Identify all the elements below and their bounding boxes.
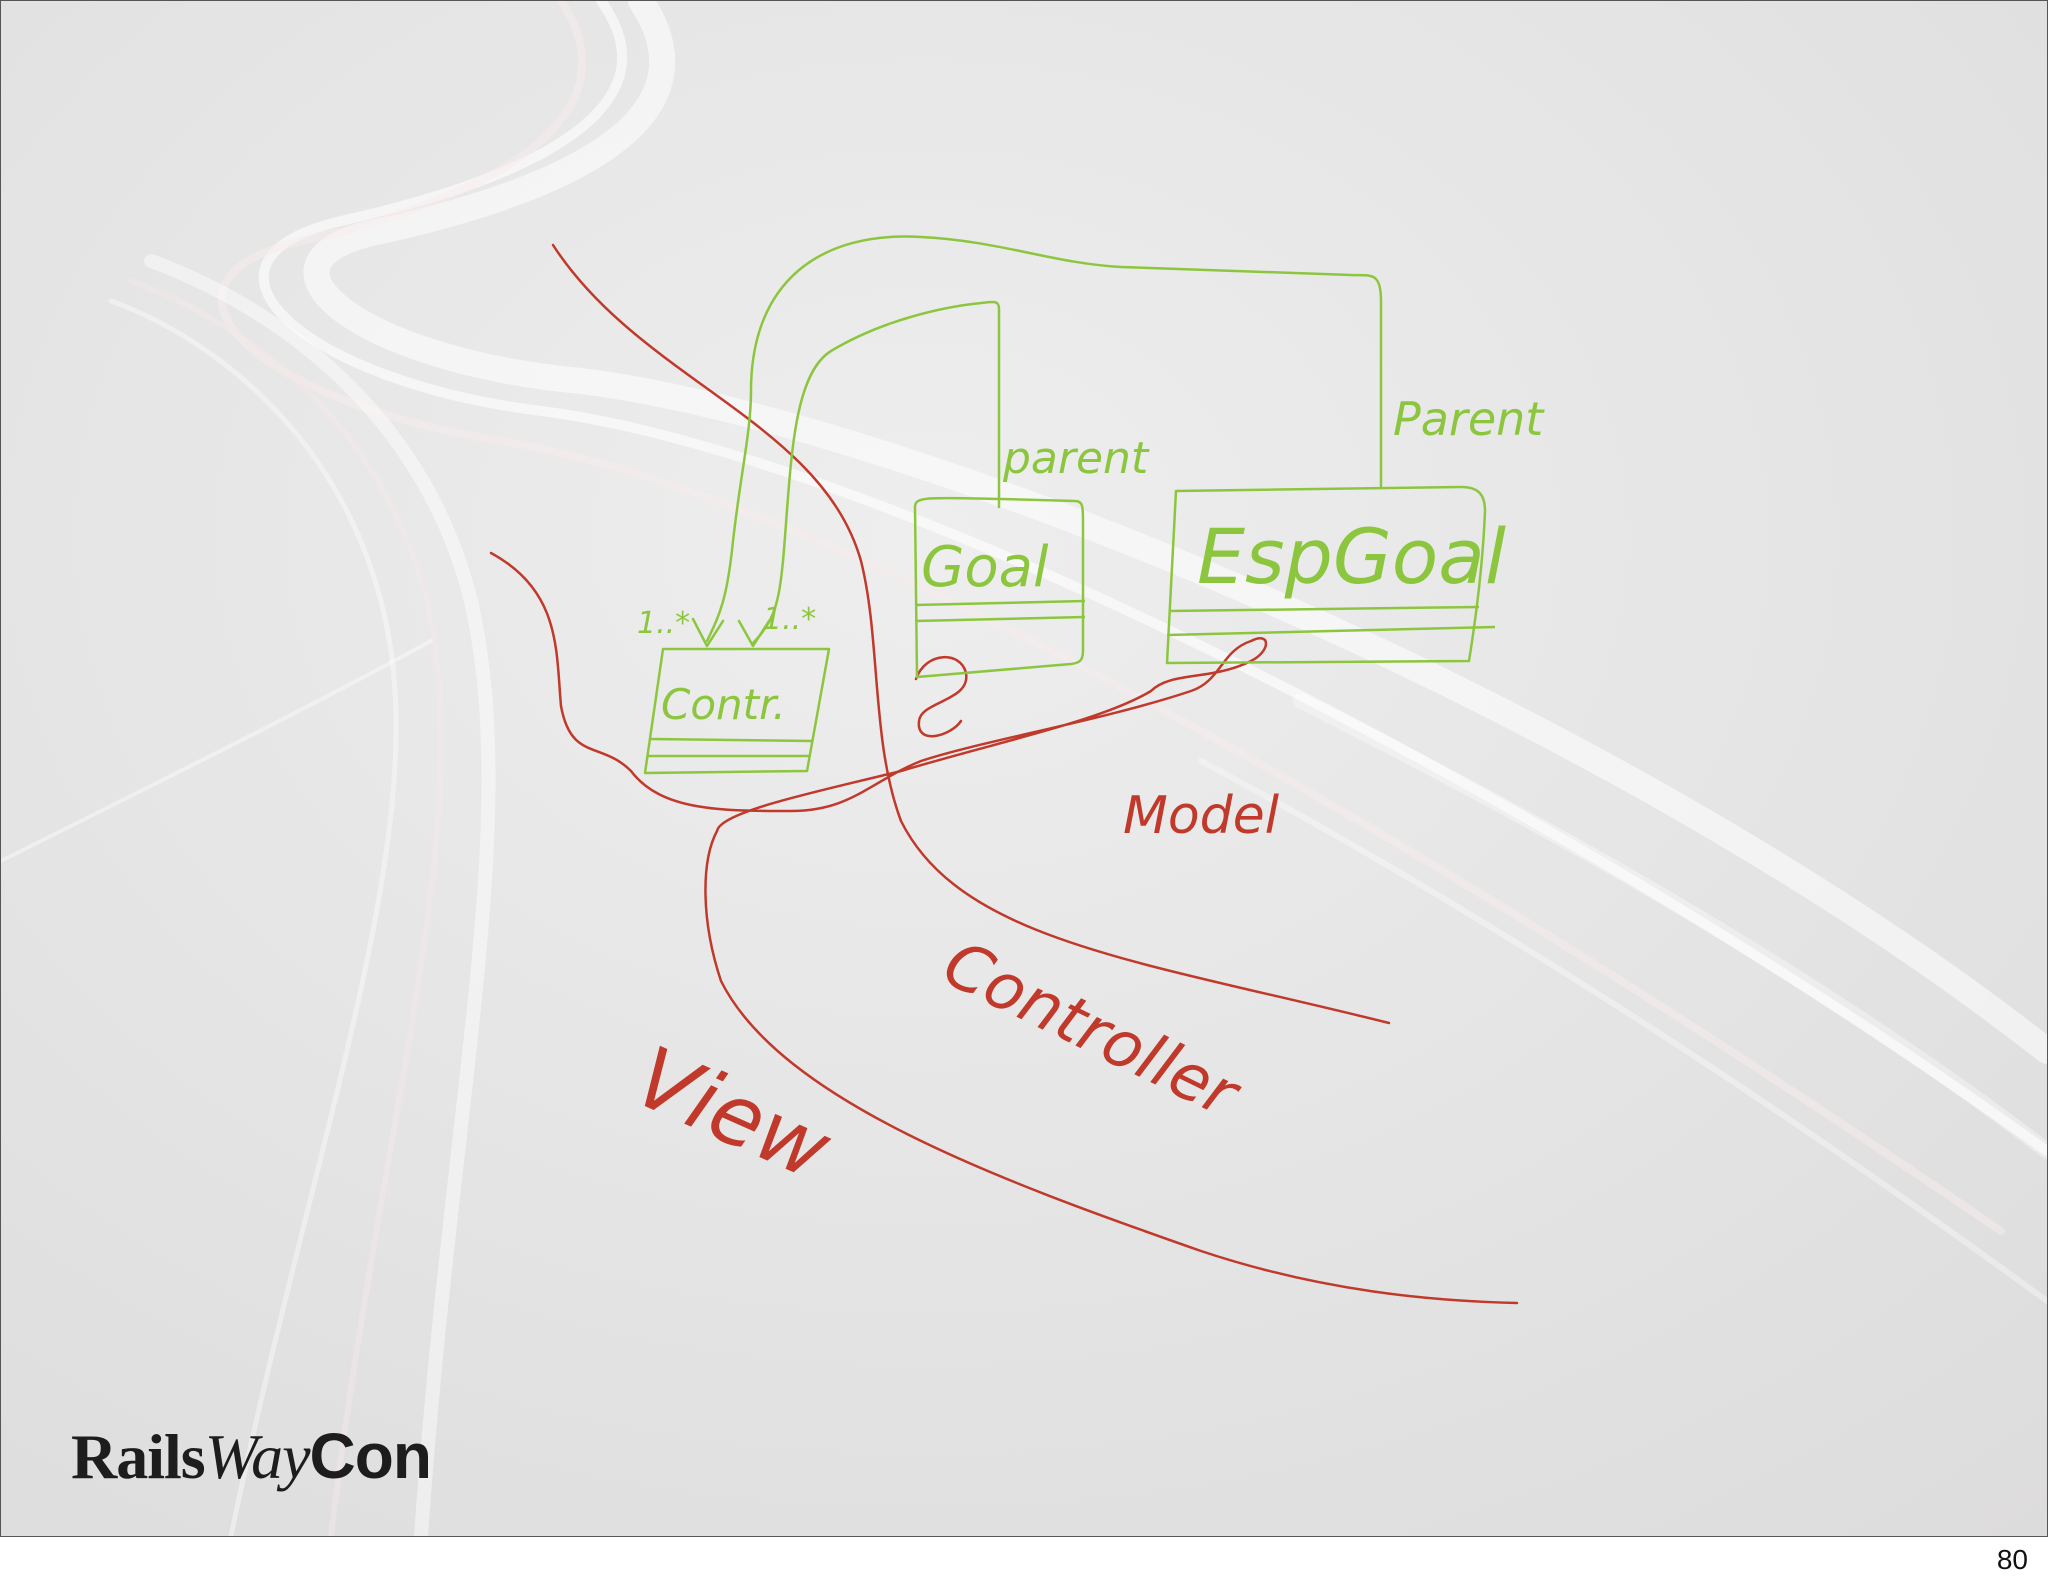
railswaycon-logo: RailsWayCon bbox=[71, 1419, 432, 1494]
class-name-contr: Contr. bbox=[661, 680, 786, 729]
espgoal-parent-line bbox=[705, 235, 1383, 643]
diagram-canvas: Contr. Goal EspGoal parent Parent 1..* 1… bbox=[1, 1, 2047, 1536]
layer-label-model: Model bbox=[1123, 786, 1280, 846]
model-controller-boundary bbox=[551, 243, 1391, 1025]
arrowhead-2 bbox=[737, 619, 771, 648]
logo-rails: Rails bbox=[71, 1421, 206, 1492]
multiplicity-2: 1..* bbox=[763, 602, 816, 637]
class-name-goal: Goal bbox=[921, 535, 1049, 600]
class-goal bbox=[913, 496, 1086, 679]
class-espgoal bbox=[1165, 485, 1496, 665]
layer-boundaries bbox=[489, 243, 1519, 1305]
association-label-goal: parent bbox=[1002, 433, 1150, 484]
slide: Contr. Goal EspGoal parent Parent 1..* 1… bbox=[0, 0, 2048, 1537]
association-label-espgoal: Parent bbox=[1393, 392, 1545, 446]
arrowhead-1 bbox=[691, 617, 725, 648]
goal-view-loop bbox=[914, 656, 968, 738]
goal-parent-line bbox=[751, 300, 1001, 645]
associations bbox=[691, 235, 1383, 648]
logo-way: Way bbox=[204, 1421, 311, 1492]
multiplicity-1: 1..* bbox=[637, 606, 690, 641]
controller-view-boundary bbox=[489, 551, 1519, 1305]
class-contr bbox=[643, 647, 831, 775]
page-number: 80 bbox=[1996, 1544, 2028, 1575]
light-trails bbox=[1, 1, 2047, 1536]
logo-con: Con bbox=[309, 1420, 432, 1492]
class-name-espgoal: EspGoal bbox=[1197, 512, 1506, 601]
